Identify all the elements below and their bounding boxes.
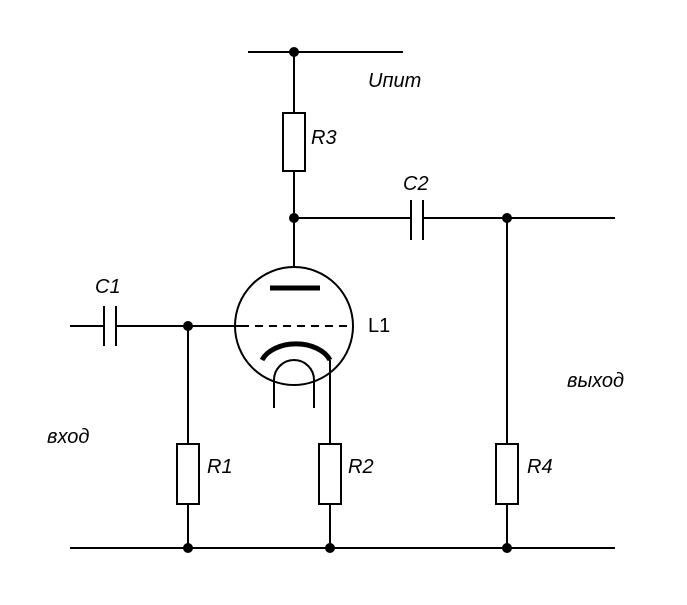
resistor-r4 bbox=[495, 443, 519, 505]
supply-label: Uпит bbox=[368, 70, 421, 92]
label-r1: R1 bbox=[207, 456, 233, 478]
resistor-r1 bbox=[176, 443, 200, 505]
label-r3: R3 bbox=[311, 127, 337, 149]
node-ground-r2 bbox=[325, 543, 335, 553]
resistor-r2 bbox=[318, 443, 342, 505]
label-c2: C2 bbox=[403, 173, 429, 195]
tube-envelope bbox=[234, 266, 354, 386]
label-r2: R2 bbox=[348, 456, 374, 478]
tube-heater bbox=[273, 359, 315, 408]
label-c1: C1 bbox=[95, 276, 121, 298]
tube-cathode bbox=[259, 341, 333, 362]
resistor-r3 bbox=[282, 112, 306, 172]
node-ground-r1 bbox=[183, 543, 193, 553]
input-label: вход bbox=[47, 426, 89, 448]
label-r4: R4 bbox=[527, 456, 553, 478]
output-label: выход bbox=[567, 370, 624, 392]
node-ground-r4 bbox=[502, 543, 512, 553]
label-l1: L1 bbox=[368, 315, 390, 337]
